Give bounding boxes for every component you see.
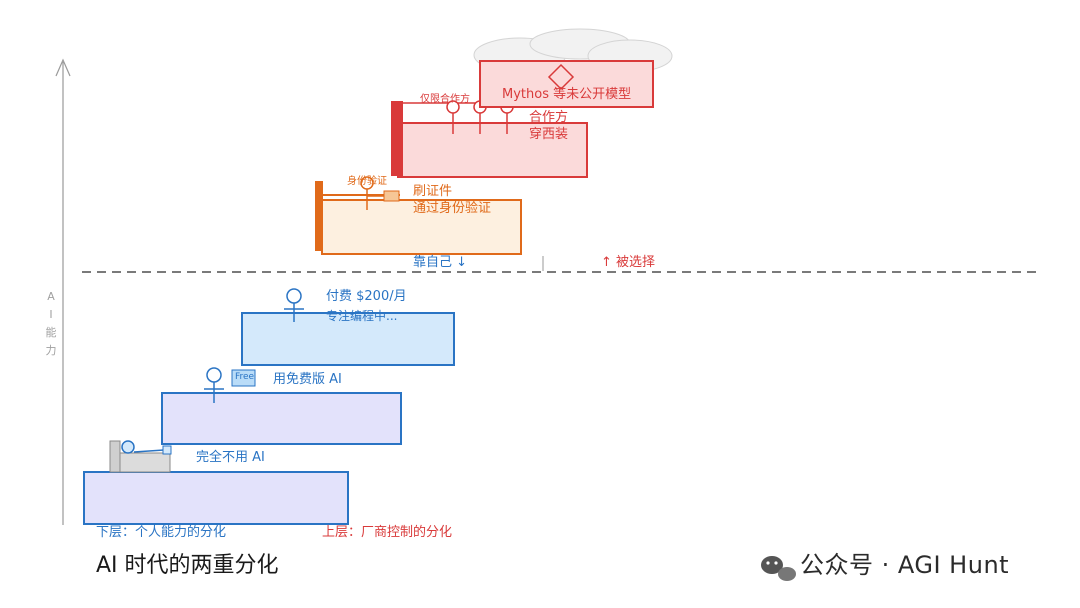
- upper-tier-1-step: [315, 181, 522, 255]
- wechat-icon: [761, 556, 796, 581]
- upper-tier-3-label: Mythos 等未公开模型: [502, 87, 632, 102]
- person-icon: [360, 176, 384, 210]
- y-axis-arrow: [55, 58, 71, 525]
- free-badge: Free: [235, 372, 255, 382]
- lower-tier-2-step: [161, 392, 402, 445]
- legend-upper: 上层：厂商控制的分化: [322, 525, 453, 540]
- bed-icon: [109, 440, 172, 473]
- y-axis-char: 力: [45, 344, 57, 357]
- y-axis-char: 能: [45, 326, 57, 339]
- upper-tier-2-step: [391, 101, 588, 178]
- free-badge-box: [231, 369, 256, 387]
- divider-left-label: 靠自己 ↓: [413, 255, 468, 270]
- legend-lower: 下层：个人能力的分化: [96, 525, 227, 540]
- id-card-icon: [383, 190, 400, 202]
- upper-tier-2-small-label: 仅限合作方: [420, 94, 470, 105]
- upper-tier-2-label-line2: 穿西装: [529, 127, 569, 142]
- person-icon: [284, 288, 304, 322]
- watermark-text: 公众号 · AGI Hunt: [800, 551, 1010, 579]
- upper-tier-2-label-line1: 合作方: [529, 110, 569, 125]
- divider-right-label: ↑ 被选择: [601, 255, 656, 270]
- diagram-title: AI 时代的两重分化: [96, 553, 279, 578]
- upper-tier-1-label-line2: 通过身份验证: [413, 201, 492, 216]
- lower-tier-3-label-line1: 付费 $200/月: [326, 289, 407, 304]
- upper-tier-1-small-label: 身份验证: [347, 176, 387, 187]
- lower-tier-3-step: [241, 312, 455, 366]
- lower-tier-1-step: [83, 471, 349, 525]
- lower-tier-3-label-line2: 专注编程中...: [326, 309, 398, 323]
- lower-tier-2-label: 用免费版 AI: [273, 372, 342, 387]
- y-axis-label: A I 能 力: [44, 288, 58, 360]
- diamond-icon: [547, 63, 575, 91]
- person-icon: [204, 367, 224, 403]
- y-axis-char: I: [49, 308, 53, 321]
- upper-tier-1-label-line1: 刷证件: [413, 184, 453, 199]
- y-axis-char: A: [47, 290, 55, 303]
- lower-tier-1-label: 完全不用 AI: [196, 450, 265, 465]
